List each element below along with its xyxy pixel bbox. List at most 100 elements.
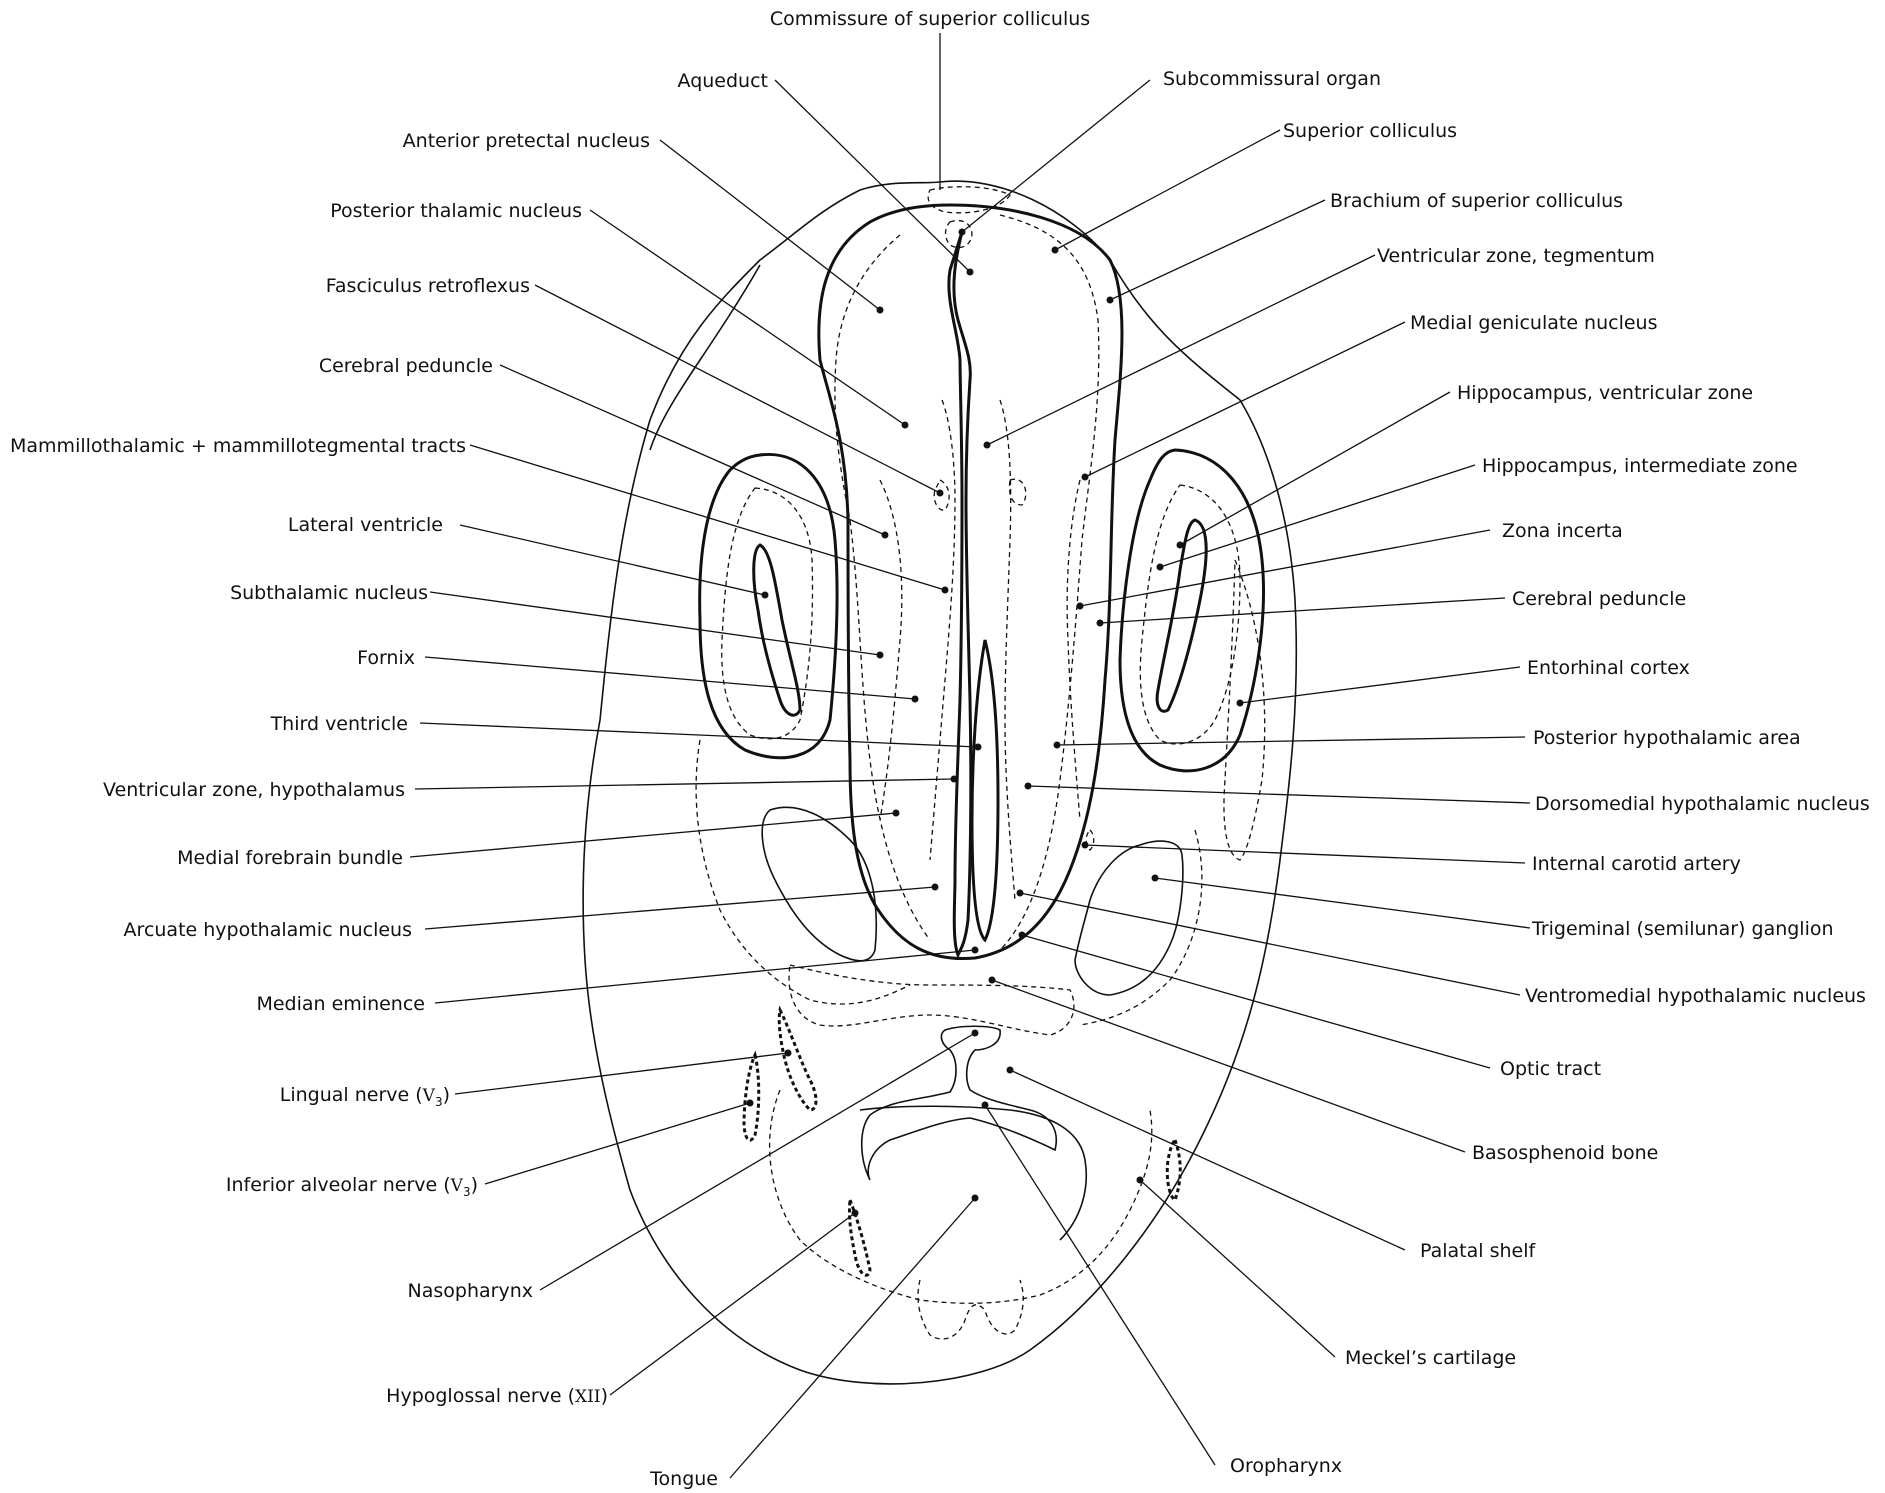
nasopharynx-outline	[862, 1026, 1057, 1180]
label-superior-colliculus: Superior colliculus	[1283, 120, 1457, 142]
dot-ventricular-tegmentum	[984, 442, 991, 449]
label-medial-forebrain-bundle: Medial forebrain bundle	[177, 847, 403, 869]
dot-ventromedial	[1017, 890, 1024, 897]
basosphenoid-dashed	[789, 965, 1074, 1035]
leader-trigeminal	[1155, 878, 1530, 928]
leader-fornix	[425, 657, 915, 699]
leader-lingual	[455, 1053, 788, 1094]
label-median-eminence: Median eminence	[256, 993, 425, 1015]
lingual-nerve-shape	[779, 1010, 816, 1110]
dot-optic-tract	[1019, 932, 1026, 939]
lower-dashed	[918, 1280, 1023, 1339]
dot-entorhinal	[1237, 700, 1244, 707]
aqueduct-outline	[949, 232, 971, 955]
dot-cerebral-peduncle-left	[882, 532, 889, 539]
leader-brachium	[1110, 200, 1325, 300]
dot-ventricular-hypothalamus	[951, 776, 958, 783]
dot-medial-geniculate	[1082, 474, 1089, 481]
leader-dorsomedial	[1028, 786, 1530, 803]
label-anterior-pretectal-nucleus: Anterior pretectal nucleus	[403, 130, 650, 152]
leader-cerebral-peduncle-right	[1100, 598, 1505, 623]
inferior-alveolar-roman: V	[451, 1176, 463, 1196]
leader-subcommissural	[962, 80, 1150, 232]
label-posterior-hypothalamic-area: Posterior hypothalamic area	[1533, 727, 1801, 749]
leader-oropharynx	[985, 1105, 1215, 1465]
leader-hypoglossal	[610, 1213, 855, 1395]
dot-median-eminence	[972, 947, 979, 954]
label-ventricular-zone-hypothalamus: Ventricular zone, hypothalamus	[103, 779, 405, 801]
dot-basosphenoid	[989, 977, 996, 984]
dot-mammillothalamic	[942, 587, 949, 594]
label-nasopharynx: Nasopharynx	[408, 1280, 533, 1302]
dot-cerebral-peduncle-right	[1097, 620, 1104, 627]
label-meckels-cartilage: Meckel’s cartilage	[1345, 1347, 1516, 1369]
label-trigeminal-ganglion: Trigeminal (semilunar) ganglion	[1532, 918, 1834, 940]
dot-anterior-pretectal	[877, 307, 884, 314]
label-ventromedial-hypothalamic-nucleus: Ventromedial hypothalamic nucleus	[1525, 985, 1866, 1007]
label-tongue: Tongue	[650, 1468, 718, 1490]
leader-entorhinal	[1240, 667, 1520, 703]
dot-lingual	[785, 1050, 792, 1057]
left-hippocampus-outer	[700, 454, 837, 757]
left-ganglion	[762, 807, 876, 960]
dot-nasopharynx	[972, 1030, 979, 1037]
leader-subthalamic	[430, 592, 880, 655]
dot-arcuate	[932, 884, 939, 891]
label-basosphenoid-bone: Basosphenoid bone	[1472, 1142, 1658, 1164]
label-dorsomedial-hypothalamic-nucleus: Dorsomedial hypothalamic nucleus	[1535, 793, 1870, 815]
leader-anterior-pretectal	[660, 140, 880, 310]
leader-ventromedial	[1020, 893, 1520, 995]
label-hippocampus-intermediate-zone: Hippocampus, intermediate zone	[1482, 455, 1798, 477]
label-mammillothalamic-tracts: Mammillothalamic + mammillotegmental tra…	[10, 435, 466, 457]
leader-medial-geniculate	[1085, 322, 1405, 477]
leader-ventricular-tegmentum	[987, 255, 1375, 445]
dot-posterior-thalamic	[902, 422, 909, 429]
lingual-nerve-end: )	[443, 1084, 450, 1106]
leader-arcuate	[425, 887, 935, 929]
leader-lateral-ventricle	[460, 525, 765, 595]
hypoglossal-end: )	[601, 1385, 608, 1407]
left-dashed-region	[696, 740, 910, 1004]
leader-optic-tract	[1022, 935, 1490, 1068]
mouth-dashed	[770, 1090, 1152, 1303]
label-palatal-shelf: Palatal shelf	[1420, 1240, 1535, 1262]
label-subcommissural-organ: Subcommissural organ	[1163, 68, 1381, 90]
right-dashed-region	[1080, 830, 1202, 1025]
label-aqueduct: Aqueduct	[678, 70, 768, 92]
label-entorhinal-cortex: Entorhinal cortex	[1527, 657, 1690, 679]
leader-posterior-hypothalamic	[1057, 737, 1525, 745]
leader-mfb	[410, 813, 896, 857]
peduncle-dashed-left	[880, 480, 902, 820]
right-entorhinal-dashed	[1224, 560, 1265, 860]
label-ventricular-zone-tegmentum: Ventricular zone, tegmentum	[1377, 245, 1655, 267]
right-ventricle	[1157, 520, 1206, 711]
label-internal-carotid-artery: Internal carotid artery	[1532, 853, 1741, 875]
label-lateral-ventricle: Lateral ventricle	[288, 514, 443, 536]
inferior-alveolar-end: )	[471, 1174, 478, 1196]
leader-meckels	[1140, 1180, 1335, 1357]
dot-brachium	[1107, 297, 1114, 304]
dot-palatal-shelf	[1007, 1067, 1014, 1074]
label-hypoglossal-nerve: Hypoglossal nerve (XII)	[386, 1385, 608, 1408]
dot-dorsomedial	[1025, 783, 1032, 790]
leader-posterior-thalamic	[590, 210, 905, 425]
label-arcuate-hypothalamic-nucleus: Arcuate hypothalamic nucleus	[124, 919, 412, 941]
label-fornix: Fornix	[357, 647, 415, 669]
label-medial-geniculate-nucleus: Medial geniculate nucleus	[1410, 312, 1657, 334]
inferior-alveolar-shape	[744, 1055, 759, 1140]
leader-aqueduct	[775, 80, 970, 272]
leader-zona-incerta	[1080, 530, 1490, 606]
head-outline	[583, 181, 1296, 1384]
leader-median-eminence	[435, 950, 975, 1003]
dot-subthalamic	[877, 652, 884, 659]
third-ventricle-outline	[972, 640, 998, 940]
label-cerebral-peduncle-right: Cerebral peduncle	[1512, 588, 1686, 610]
dot-fornix	[912, 696, 919, 703]
label-oropharynx: Oropharynx	[1230, 1455, 1342, 1477]
inferior-alveolar-sub: 3	[463, 1185, 471, 1199]
dot-oropharynx	[982, 1102, 989, 1109]
label-third-ventricle: Third ventricle	[271, 713, 408, 735]
dot-hippocampus-intermediate	[1157, 564, 1164, 571]
leader-superior-colliculus	[1055, 130, 1280, 250]
